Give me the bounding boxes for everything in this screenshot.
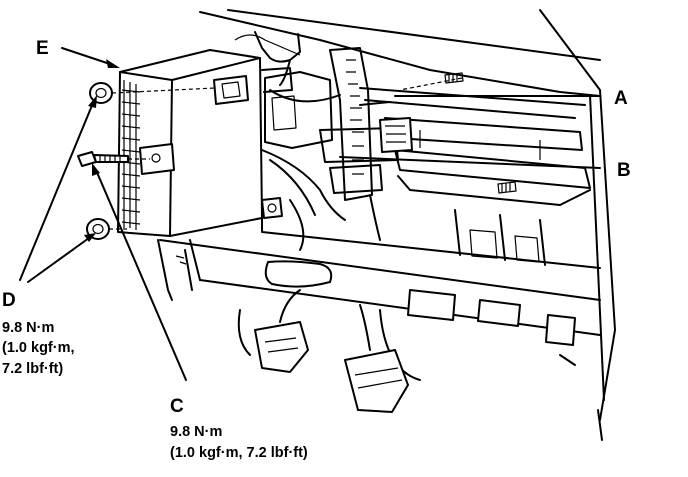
leader-lines <box>19 47 601 381</box>
callout-c: C 9.8 N·m (1.0 kgf·m, 7.2 lbf·ft) <box>170 396 308 461</box>
dashboard-structure <box>157 9 616 441</box>
callout-d-torque-kgf: (1.0 kgf·m, <box>2 340 75 356</box>
callout-d-torque-lbf: 7.2 lbf·ft) <box>2 361 63 377</box>
callout-a-letter: A <box>614 88 628 109</box>
callout-a: A <box>614 88 628 109</box>
bracket-and-harness <box>254 47 517 413</box>
callout-b-letter: B <box>617 160 631 181</box>
ecu-module <box>117 49 293 237</box>
callout-c-torque-alt: (1.0 kgf·m, 7.2 lbf·ft) <box>170 445 308 461</box>
bolt-icon <box>77 151 150 167</box>
callout-c-torque: 9.8 N·m <box>170 424 222 440</box>
callout-b: B <box>617 160 631 181</box>
callout-d: D 9.8 N·m (1.0 kgf·m, 7.2 lbf·ft) <box>2 290 75 377</box>
callout-c-letter: C <box>170 396 184 417</box>
callout-e: E <box>36 38 49 59</box>
callout-d-torque: 9.8 N·m <box>2 320 54 336</box>
callout-d-letter: D <box>2 290 16 311</box>
callout-e-letter: E <box>36 38 49 59</box>
